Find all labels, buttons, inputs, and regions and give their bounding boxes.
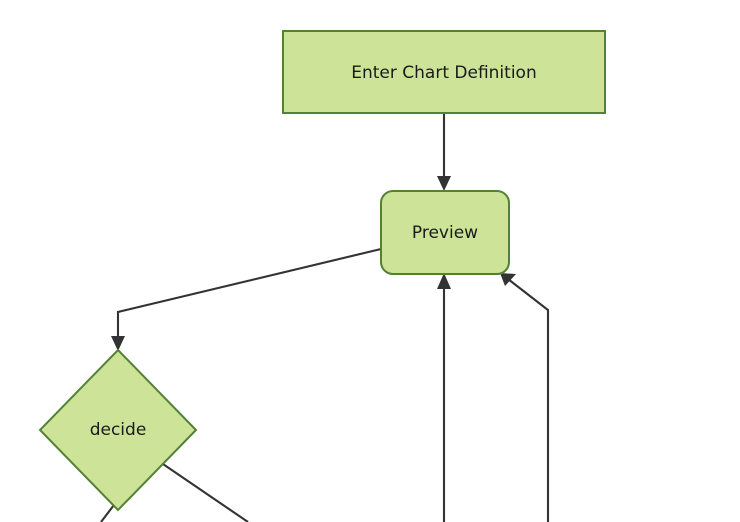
edge-bottom-center-to-preview [437, 273, 451, 522]
arrowhead-icon [437, 273, 451, 289]
edge-line [159, 461, 249, 522]
edge-decide-bottom-right [159, 461, 249, 522]
node-rectangle[interactable] [282, 30, 606, 114]
node-enter-chart-definition[interactable]: Enter Chart Definition [282, 30, 606, 114]
arrowhead-icon [111, 336, 125, 351]
arrowhead-icon [500, 273, 516, 286]
edge-bottom-right-to-preview [500, 273, 550, 522]
node-preview[interactable]: Preview [380, 190, 510, 275]
node-decide[interactable]: decide [38, 348, 198, 512]
edge-enter-to-preview [437, 113, 451, 191]
edge-line [116, 247, 382, 343]
node-rounded-rectangle[interactable] [380, 190, 510, 275]
edge-line [507, 278, 550, 522]
edge-preview-to-decide [111, 247, 382, 351]
arrowhead-icon [437, 176, 451, 191]
node-diamond[interactable] [38, 348, 198, 512]
